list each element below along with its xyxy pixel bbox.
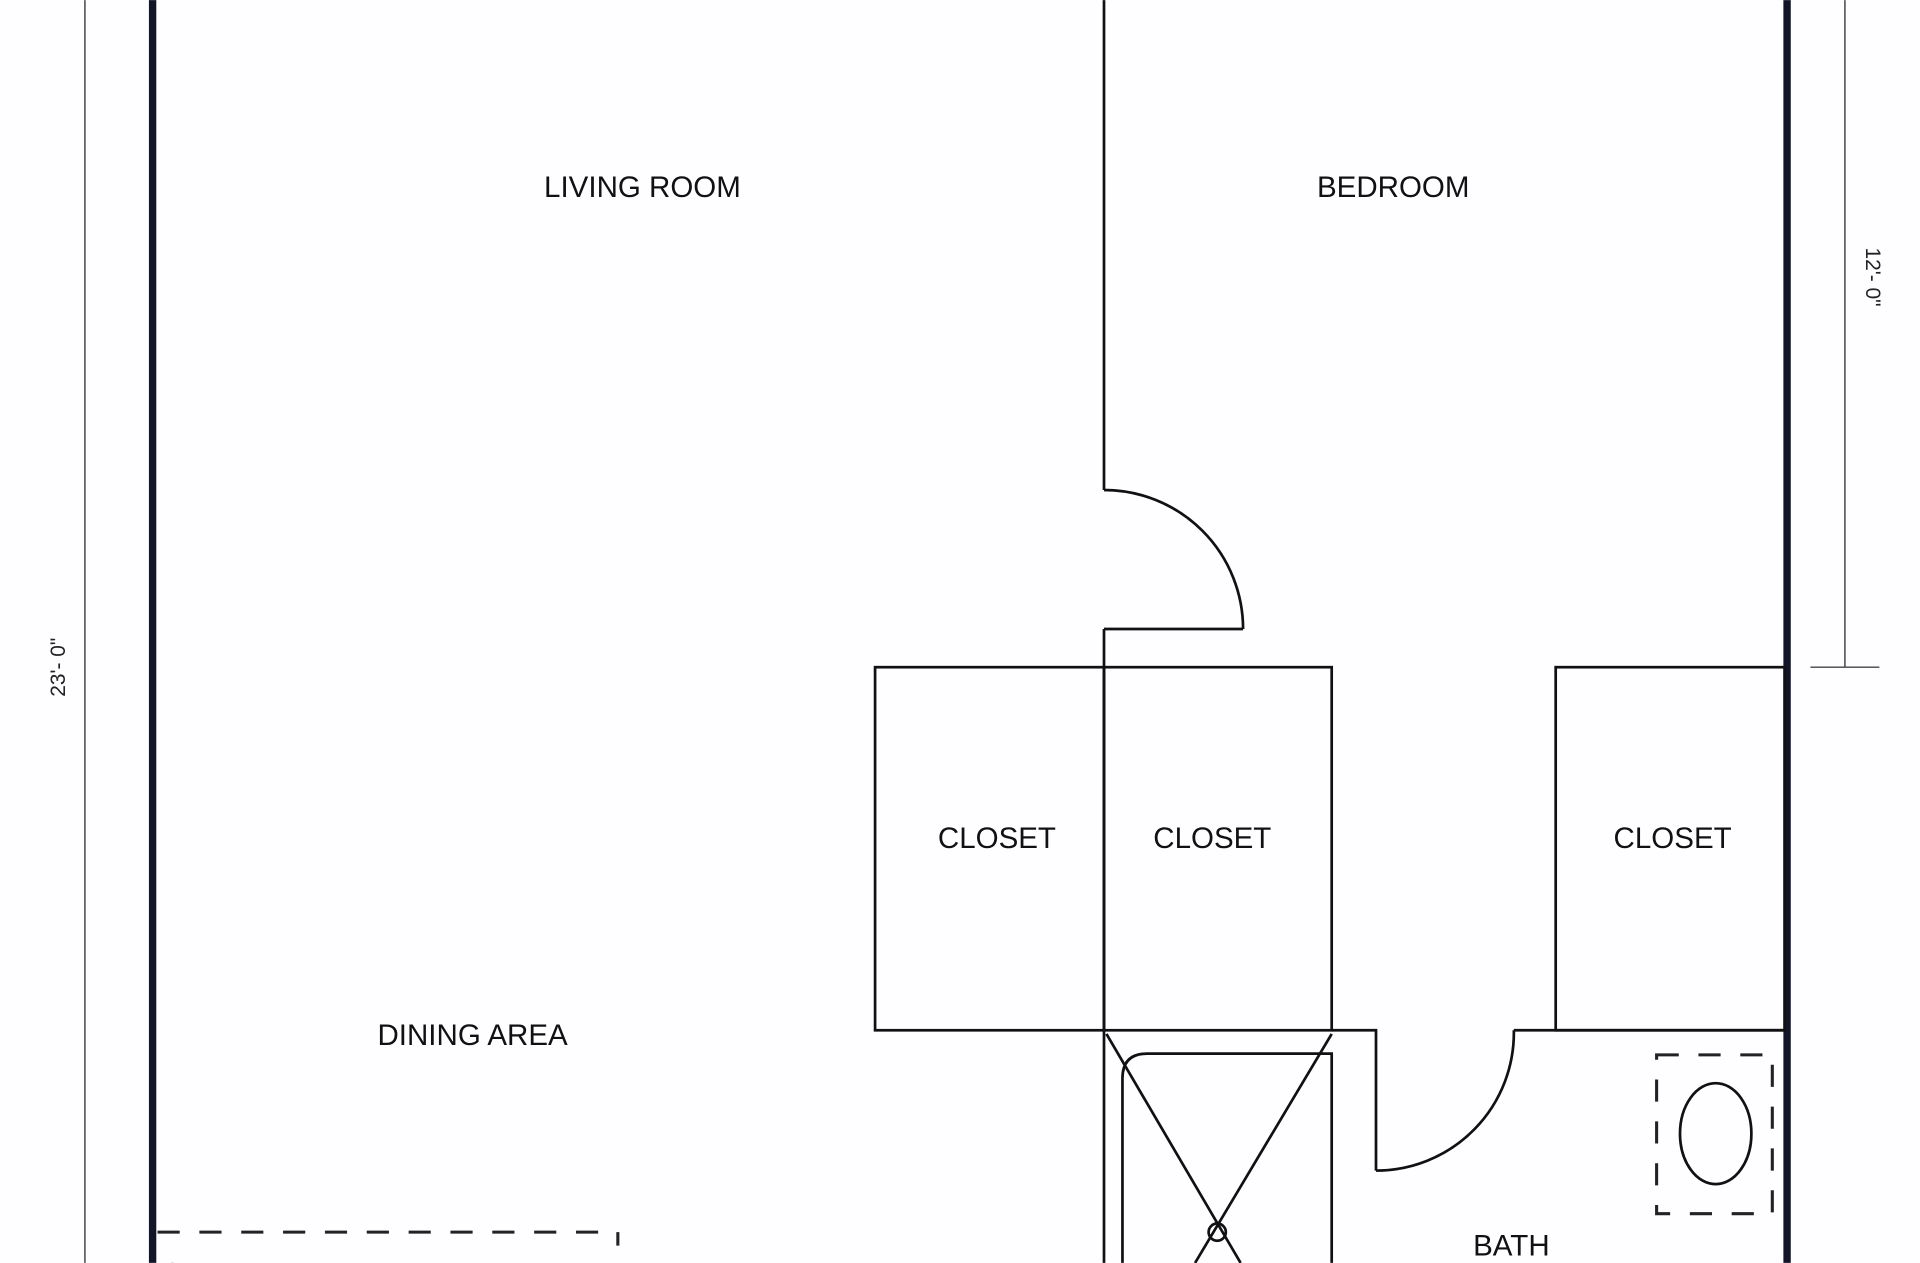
- room-label-living-room: LIVING ROOM: [544, 171, 741, 204]
- bathtub: [1121, 1052, 1334, 1263]
- room-label-closet-2: CLOSET: [1153, 822, 1271, 855]
- kitchen-counter-outline: [157, 1230, 620, 1246]
- tub-drain-icon: [1207, 1222, 1228, 1243]
- toilet-icon: [1678, 1081, 1753, 1186]
- room-label-closet-1: CLOSET: [938, 822, 1056, 855]
- bath-wall: [1331, 1028, 1785, 1171]
- dimension-label-bedroom: 12'- 0": [1861, 247, 1884, 306]
- toilet-clearance: [1655, 1053, 1774, 1216]
- dimension-label-overall: 23'- 0": [47, 638, 70, 697]
- partition-wall-living-bedroom: [1102, 0, 1244, 1263]
- tub-drain-lines: [1105, 1033, 1333, 1263]
- closet-2: [1102, 665, 1334, 1032]
- room-label-bedroom: BEDROOM: [1317, 171, 1470, 204]
- door-swing-bath: [1375, 1030, 1516, 1172]
- room-label-dining-area: DINING AREA: [377, 1019, 568, 1052]
- door-swing-bedroom: [1103, 488, 1245, 630]
- room-label-closet-3: CLOSET: [1614, 822, 1732, 855]
- room-label-bath: BATH: [1473, 1229, 1550, 1262]
